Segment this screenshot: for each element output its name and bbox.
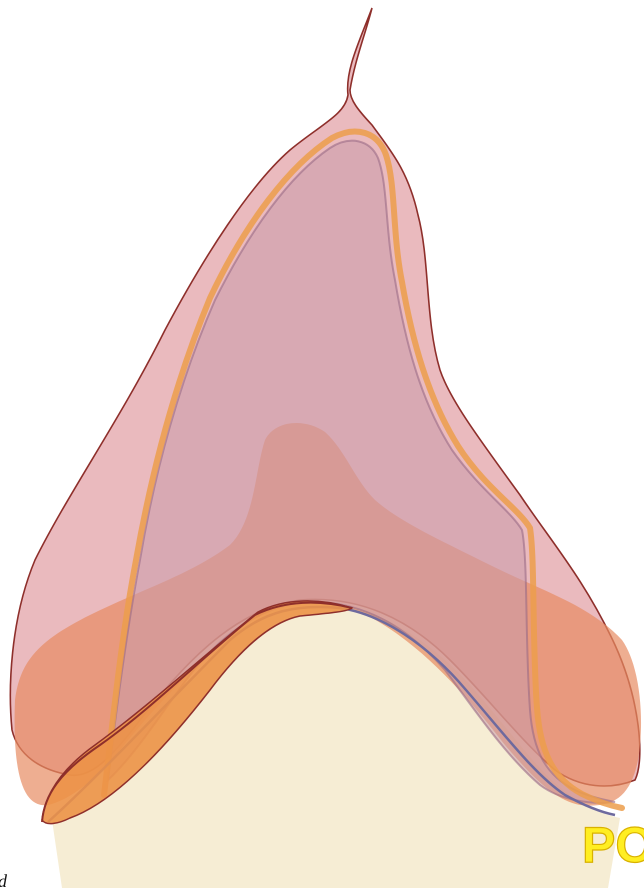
left-edge-label: d [0, 871, 8, 888]
corner-label: PO [582, 817, 644, 873]
